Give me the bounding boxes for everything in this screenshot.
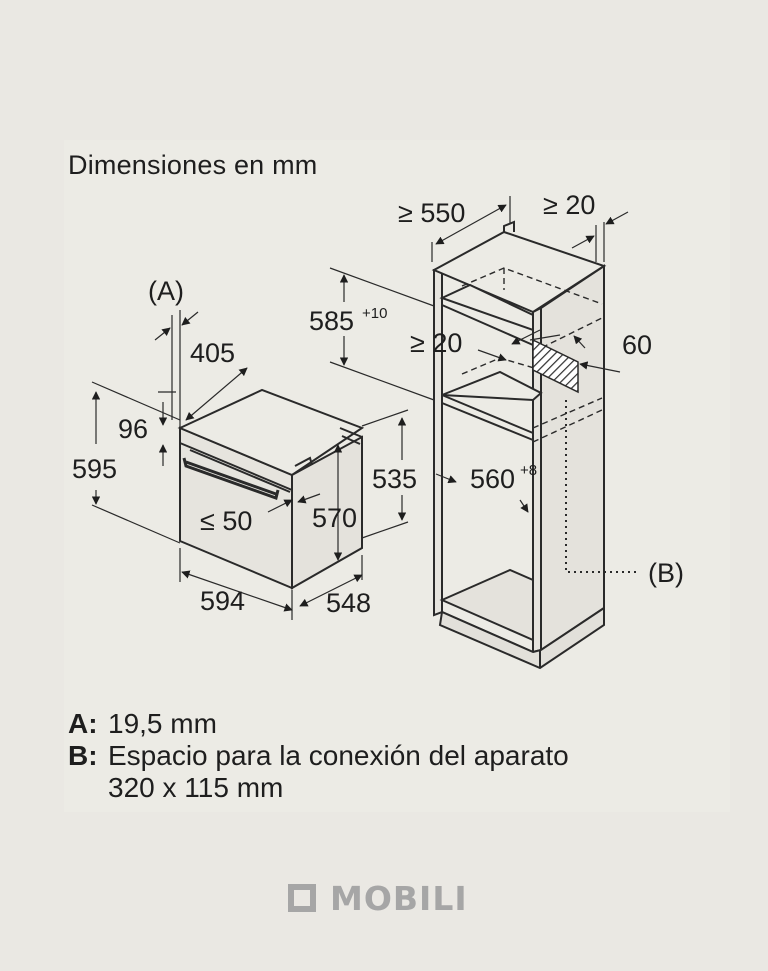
- dim-max-50: ≤ 50: [200, 506, 252, 536]
- diagram-title: Dimensiones en mm: [68, 150, 318, 180]
- dim-548: 548: [326, 588, 371, 618]
- dim-585-tolerance: +10: [362, 305, 387, 322]
- label-b: (B): [648, 558, 684, 588]
- legend-text-a: 19,5 mm: [108, 708, 217, 739]
- dim-min-550: ≥ 550: [398, 198, 465, 228]
- dim-585: 585: [309, 306, 354, 336]
- dim-405: 405: [190, 338, 235, 368]
- dim-595: 595: [72, 454, 117, 484]
- legend-row-b: B: Espacio para la conexión del aparato: [68, 740, 569, 772]
- dim-min-20-top: ≥ 20: [543, 190, 595, 220]
- dim-560: 560: [470, 464, 515, 494]
- legend: A: 19,5 mm B: Espacio para la conexión d…: [68, 708, 569, 804]
- legend-key-b: B:: [68, 740, 98, 771]
- dim-594: 594: [200, 586, 245, 616]
- dim-min-20-mid: ≥ 20: [410, 328, 462, 358]
- oven-drawing: [177, 388, 365, 590]
- dim-60: 60: [622, 330, 652, 360]
- dim-96: 96: [118, 414, 148, 444]
- dim-570: 570: [312, 503, 357, 533]
- connection-opening-hatch: [532, 338, 579, 394]
- logo-text: MOBILI: [330, 878, 468, 918]
- oven-dimension-lines: [91, 310, 409, 620]
- logo-square-icon: [288, 884, 316, 912]
- cabinet-dimension-lines: [329, 196, 629, 513]
- legend-text-b-line2: 320 x 115 mm: [108, 772, 284, 803]
- legend-key-a: A:: [68, 708, 98, 739]
- diagram-panel: [64, 140, 730, 812]
- dim-535: 535: [372, 464, 417, 494]
- dim-560-tolerance: +8: [520, 462, 537, 479]
- legend-text-b: Espacio para la conexión del aparato: [108, 740, 569, 771]
- legend-row-a: A: 19,5 mm: [68, 708, 569, 740]
- brand-logo: MOBILI: [288, 878, 468, 918]
- cabinet-drawing: [431, 220, 607, 670]
- label-a: (A): [148, 276, 184, 306]
